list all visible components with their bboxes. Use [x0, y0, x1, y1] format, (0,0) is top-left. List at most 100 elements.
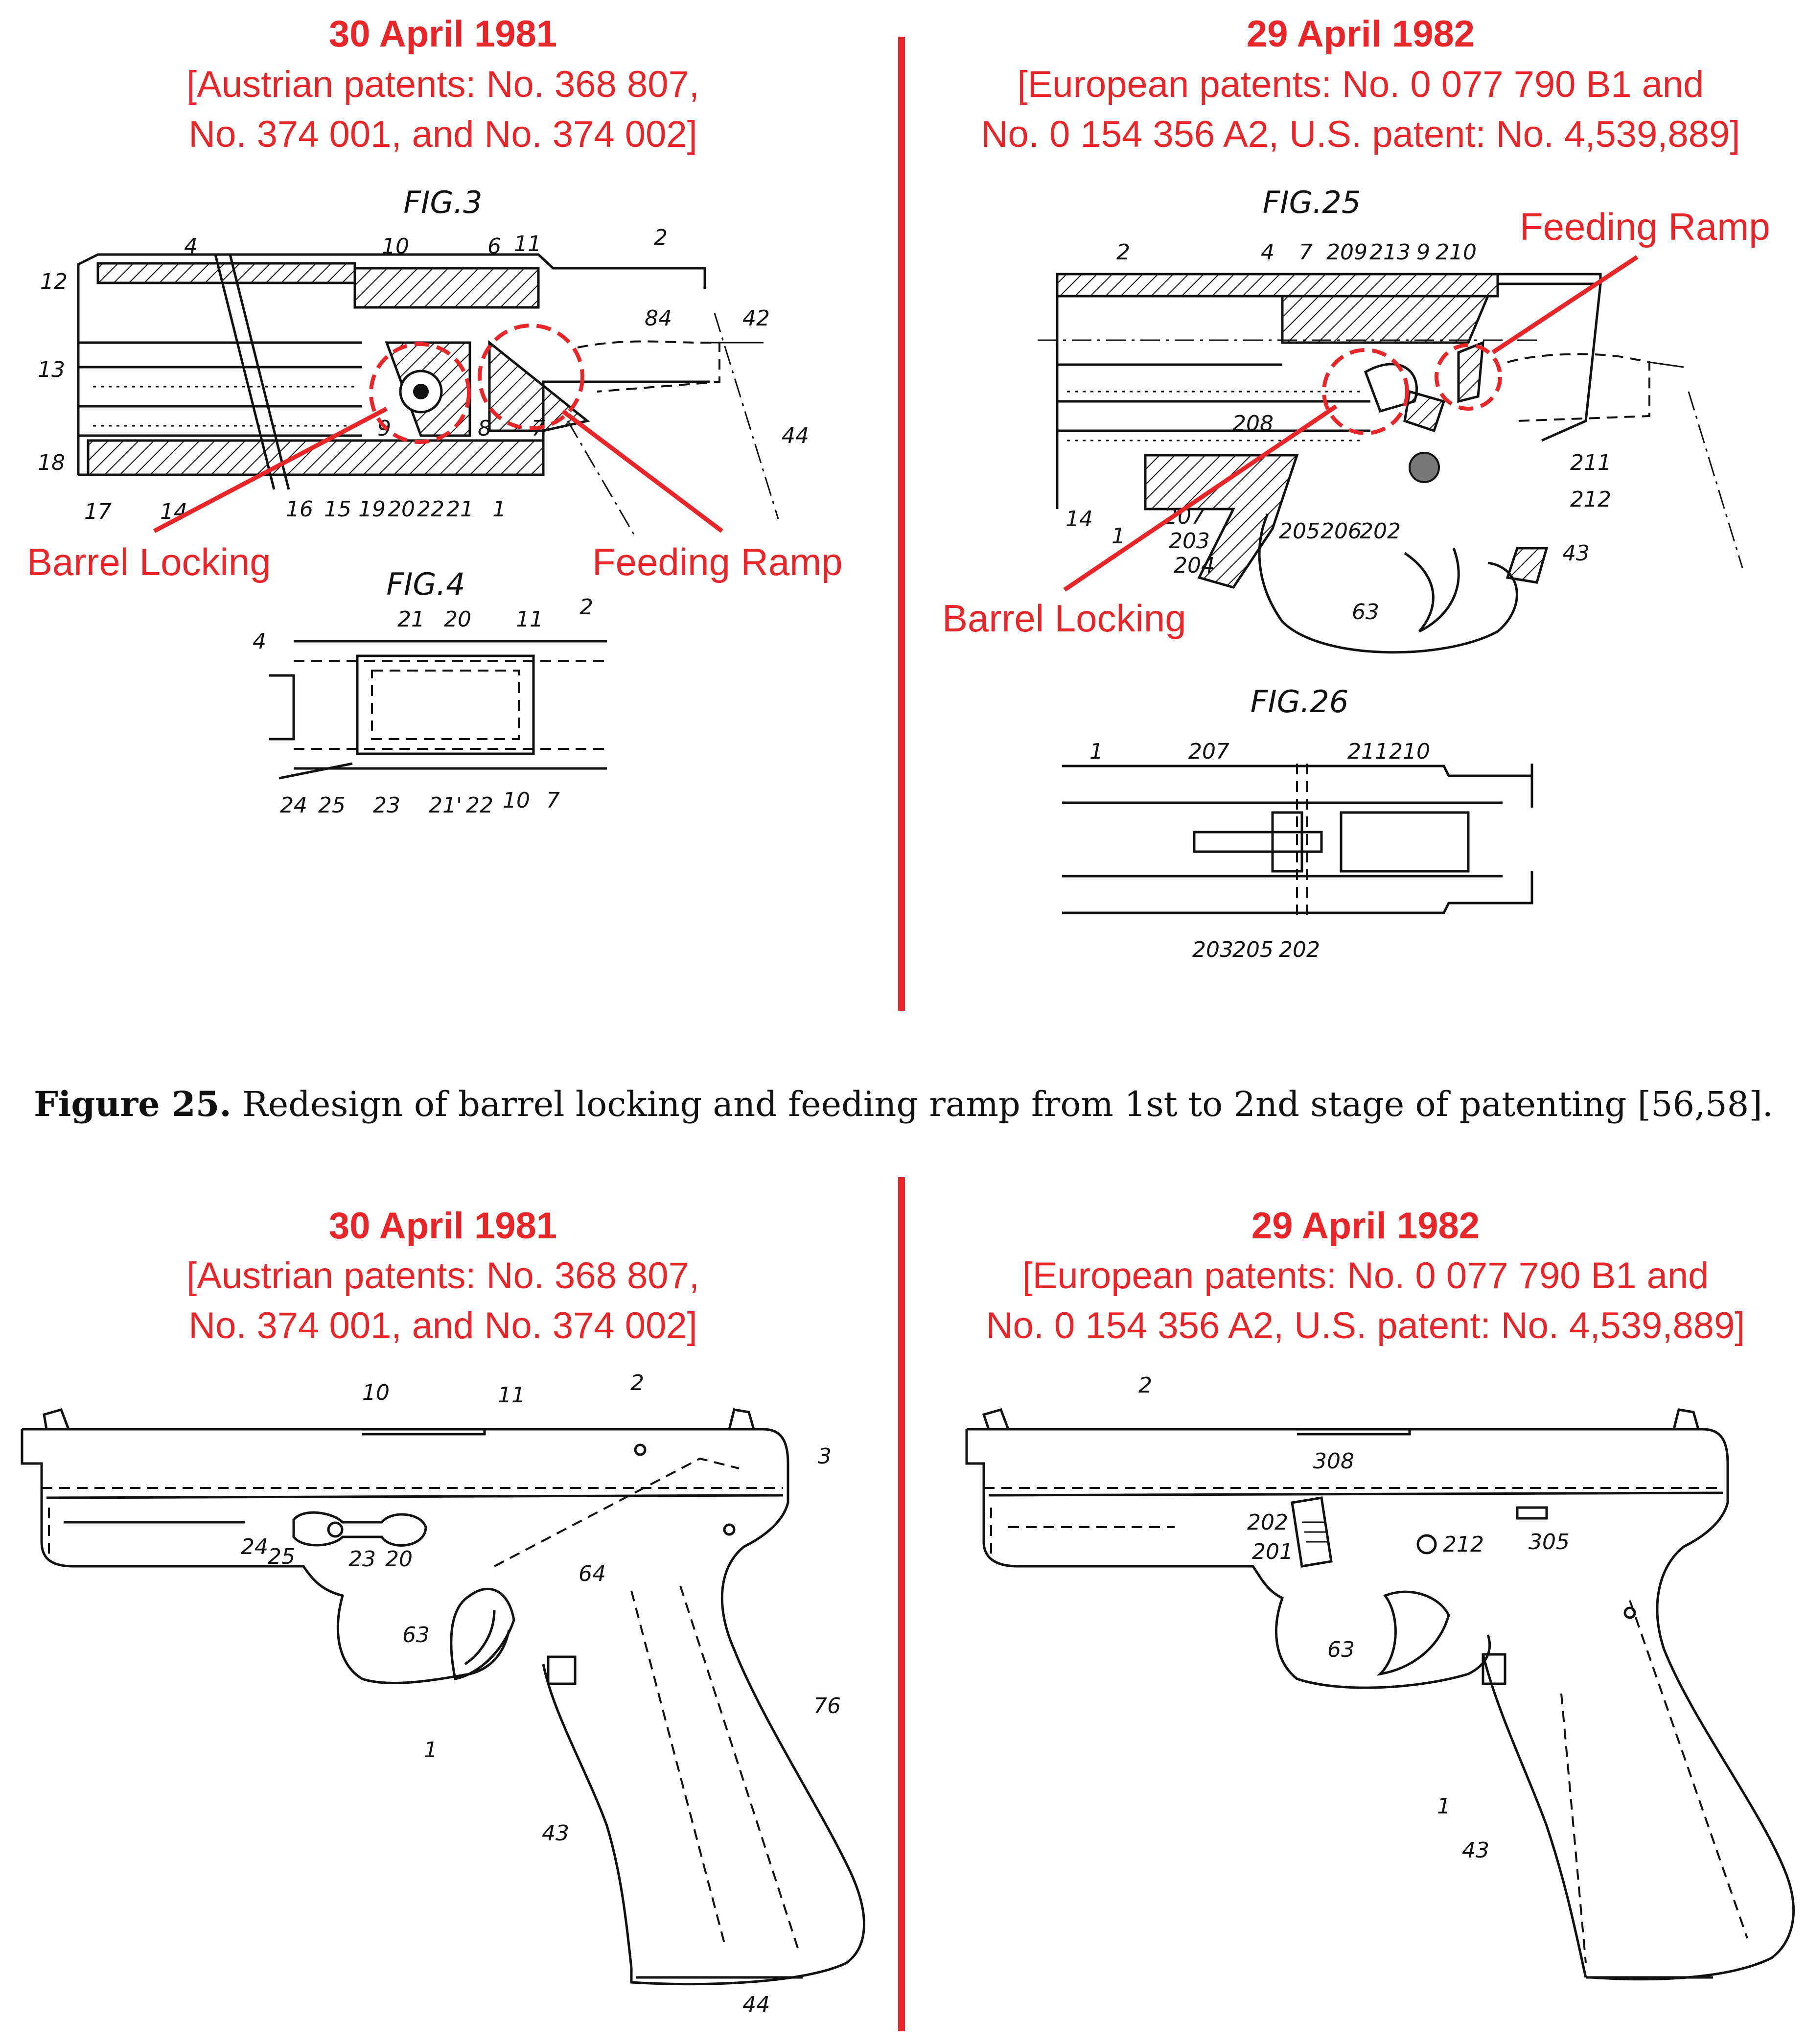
fig4-numbers: 4 21 20 11 2 24 25 23 21' 22 10 7 — [253, 595, 593, 818]
feeding-ramp-label: Feeding Ramp — [592, 540, 843, 583]
reference-numeral: 43 — [1562, 541, 1590, 566]
reference-numeral: 3 — [818, 1444, 832, 1469]
reference-numeral: 7 — [1299, 240, 1313, 265]
reference-numeral: 18 — [38, 450, 65, 475]
reference-numeral: 43 — [1462, 1838, 1489, 1863]
reference-numeral: 1 — [1437, 1794, 1451, 1819]
pistol-drawing-1981 — [21, 1408, 865, 1986]
reference-numeral: 2 — [654, 225, 668, 250]
reference-numeral: 9 — [1416, 240, 1430, 265]
barrel-locking-circle — [369, 342, 471, 444]
reference-numeral: 205 — [1232, 937, 1274, 962]
reference-numeral: 16 — [286, 497, 313, 522]
patent-line-1: [European patents: No. 0 077 790 B1 and — [1022, 1255, 1709, 1297]
reference-numeral: 44 — [742, 1992, 770, 2017]
reference-numeral: 211 — [1347, 739, 1389, 764]
reference-numeral: 208 — [1232, 411, 1274, 436]
patent-line-1: [Austrian patents: No. 368 807, — [186, 64, 699, 105]
reference-numeral: 212 — [1443, 1532, 1484, 1557]
patent-line-1: [European patents: No. 0 077 790 B1 and — [1018, 64, 1704, 105]
feeding-ramp-circle — [1435, 343, 1502, 411]
reference-numeral: 211 — [1570, 450, 1611, 475]
reference-numeral: 20 — [388, 497, 415, 522]
patent-line-1: [Austrian patents: No. 368 807, — [186, 1255, 699, 1297]
patent-line-2: No. 0 154 356 A2, U.S. patent: No. 4,539… — [981, 114, 1740, 155]
date-heading: 29 April 1982 — [1247, 13, 1475, 55]
reference-numeral: 209 — [1326, 240, 1367, 265]
reference-numeral: 4 — [1261, 240, 1274, 265]
reference-numeral: 22 — [417, 497, 444, 522]
reference-numeral: 21 — [397, 607, 425, 632]
date-heading: 29 April 1982 — [1251, 1205, 1480, 1247]
caption-text: Redesign of barrel locking and feeding r… — [232, 1084, 1773, 1124]
reference-numeral: 1 — [424, 1738, 438, 1763]
reference-numeral: 2 — [1138, 1373, 1152, 1398]
reference-numeral: 1 — [492, 497, 506, 522]
reference-numeral: 7 — [546, 788, 560, 813]
reference-numeral: 308 — [1313, 1449, 1354, 1474]
reference-numeral: 10 — [382, 234, 409, 259]
reference-numeral: 1 — [1112, 524, 1125, 549]
fig3-drawing — [77, 253, 779, 539]
reference-numeral: 63 — [1352, 600, 1379, 625]
panel-top-left: 30 April 1981 [Austrian patents: No. 368… — [27, 13, 843, 818]
reference-numeral: 24 — [241, 1534, 268, 1559]
reference-numeral: 19 — [358, 497, 386, 522]
reference-numeral: 22 — [466, 793, 493, 818]
reference-numeral: 4 — [184, 234, 198, 259]
panel-bottom-right: 29 April 1982 [European patents: No. 0 0… — [965, 1205, 1795, 1981]
reference-numeral: 76 — [813, 1694, 841, 1719]
reference-numeral: 43 — [542, 1821, 569, 1846]
barrel-locking-leader — [153, 407, 388, 533]
reference-numeral: 201 — [1252, 1539, 1293, 1564]
reference-numeral: 21' — [429, 793, 462, 818]
patent-line-2: No. 374 001, and No. 374 002] — [188, 1305, 697, 1347]
reference-numeral: 203 — [1169, 529, 1210, 554]
reference-numeral: 12 — [40, 269, 68, 294]
reference-numeral: 23 — [348, 1547, 376, 1572]
reference-numeral: 24 — [280, 793, 307, 818]
pistol-drawing-1982 — [965, 1408, 1795, 1981]
reference-numeral: 25 — [268, 1544, 295, 1569]
reference-numeral: 6 — [487, 234, 501, 259]
reference-numeral: 20 — [444, 607, 471, 632]
divider-top — [898, 37, 905, 1011]
feeding-ramp-circle — [478, 324, 584, 430]
reference-numeral: 25 — [318, 793, 346, 818]
reference-numeral: 23 — [373, 793, 400, 818]
fig25-numbers: 2 4 7 209 213 9 210 208 14 1 207 203 204… — [1066, 240, 1611, 625]
fig26-drawing — [1062, 764, 1533, 915]
reference-numeral: 13 — [38, 357, 65, 382]
reference-numeral: 8 — [478, 416, 491, 441]
fig-label: FIG.25 — [1263, 185, 1361, 220]
reference-numeral: 15 — [324, 497, 351, 522]
reference-numeral: 21 — [446, 497, 474, 522]
date-heading: 30 April 1981 — [329, 1205, 557, 1247]
reference-numeral: 64 — [579, 1561, 606, 1586]
reference-numeral: 2 — [1116, 240, 1130, 265]
reference-numeral: 4 — [253, 629, 266, 654]
reference-numeral: 202 — [1360, 519, 1401, 544]
reference-numeral: 204 — [1174, 553, 1215, 578]
reference-numeral: 10 — [362, 1380, 390, 1405]
feeding-ramp-leader — [561, 409, 723, 533]
pistol-1981-numbers: 10 11 2 3 24 25 23 20 64 63 76 1 43 44 — [241, 1370, 841, 2017]
reference-numeral: 42 — [742, 306, 770, 331]
barrel-locking-label: Barrel Locking — [942, 597, 1186, 640]
panel-bottom-left: 30 April 1981 [Austrian patents: No. 368… — [21, 1205, 865, 2017]
pistol-1982-numbers: 2 308 202 201 212 305 63 1 43 — [1138, 1373, 1570, 1863]
barrel-locking-circle — [1322, 348, 1409, 435]
feeding-ramp-label: Feeding Ramp — [1520, 205, 1770, 248]
fig4-drawing — [269, 640, 607, 780]
divider-bottom — [898, 1177, 905, 2031]
reference-numeral: 14 — [1066, 507, 1093, 532]
panel-top-right: 29 April 1982 [European patents: No. 0 0… — [942, 13, 1770, 962]
fig-label: FIG.3 — [403, 185, 482, 220]
reference-numeral: 207 — [1188, 739, 1229, 764]
reference-numeral: 44 — [782, 423, 809, 448]
reference-numeral: 20 — [385, 1547, 413, 1572]
reference-numeral: 210 — [1389, 739, 1430, 764]
patent-line-2: No. 0 154 356 A2, U.S. patent: No. 4,539… — [986, 1305, 1745, 1347]
